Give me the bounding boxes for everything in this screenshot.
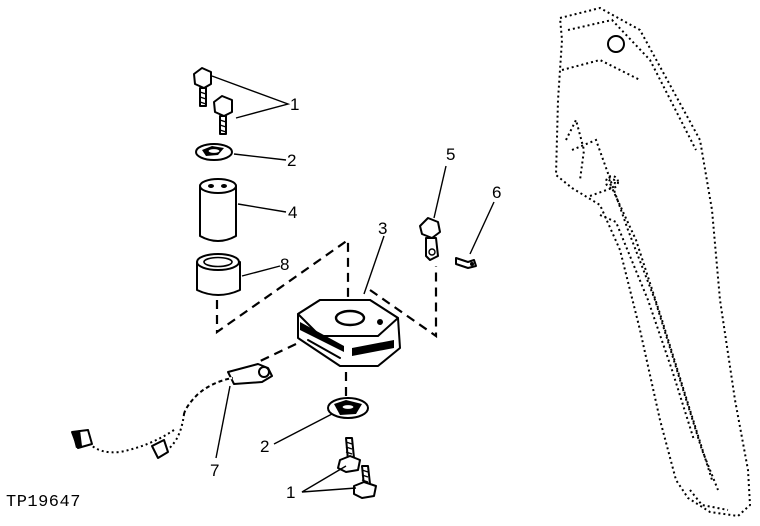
washer-upper	[195, 143, 233, 161]
spacer-sleeve	[196, 253, 241, 296]
sensor-bracket-block	[297, 299, 401, 367]
cap-screw-lower-1	[337, 437, 361, 473]
callout-1-bottom: 1	[286, 483, 295, 502]
callout-1-top: 1	[290, 95, 299, 114]
sensor-cable-assembly	[71, 363, 273, 459]
cap-screw-upper-2	[213, 95, 233, 135]
callout-8: 8	[280, 255, 289, 274]
alignment-lines	[215, 237, 438, 398]
callout-4: 4	[288, 203, 297, 222]
callout-6: 6	[492, 183, 501, 202]
cap-screw-upper-1	[193, 67, 212, 107]
callout-2-bottom: 2	[260, 437, 269, 456]
pivot-pin-mid	[605, 175, 619, 189]
callout-3: 3	[378, 219, 387, 238]
cap-screw-lower-2	[353, 465, 377, 499]
callout-5: 5	[446, 145, 455, 164]
pivot-pin-top	[607, 35, 625, 53]
figure-id-label: TP19647	[6, 493, 81, 512]
retaining-pin	[419, 217, 441, 261]
callout-leaders	[211, 75, 495, 493]
boom-arm-outline	[554, 6, 752, 518]
callout-7: 7	[210, 461, 219, 480]
cotter-clip	[455, 257, 477, 269]
bushing	[199, 178, 237, 242]
washer-lower	[327, 397, 369, 419]
callout-2-top: 2	[287, 151, 296, 170]
